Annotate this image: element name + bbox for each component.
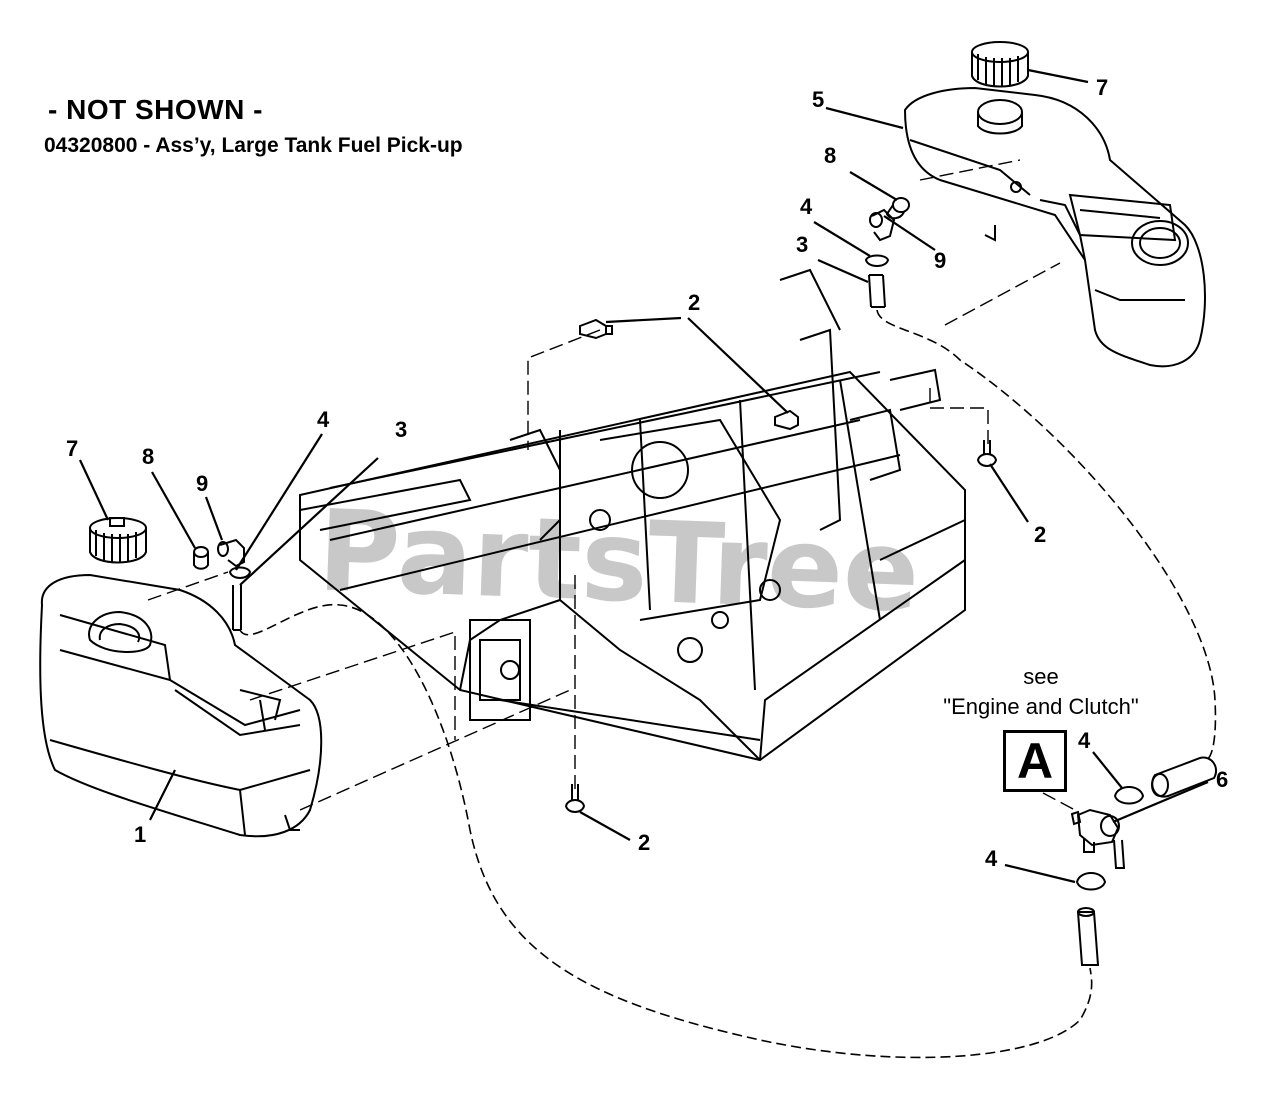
callout-4-right: 4 <box>800 194 813 219</box>
callout-1: 1 <box>134 822 146 847</box>
see-section-name: "Engine and Clutch" <box>943 694 1139 719</box>
fuel-cap-right <box>971 41 1029 135</box>
callout-3-right: 3 <box>796 232 808 257</box>
callout-4-valve-bottom: 4 <box>985 846 998 871</box>
watermark-text: PartsTree <box>316 486 922 637</box>
callout-7-left: 7 <box>66 436 78 461</box>
leader-lines <box>79 68 1209 884</box>
callout-7-right: 7 <box>1096 75 1108 100</box>
callout-2-top: 2 <box>688 290 700 315</box>
right-fuel-tank <box>903 86 1206 368</box>
callout-8-right: 8 <box>824 143 836 168</box>
see-label: see <box>1023 664 1059 689</box>
callout-4-valve-top: 4 <box>1078 728 1091 753</box>
callout-5: 5 <box>812 87 824 112</box>
callout-numbers: 7 8 9 4 3 1 2 2 2 5 7 8 4 3 9 4 6 4 <box>66 75 1228 871</box>
callout-9-left: 9 <box>196 471 208 496</box>
phantom-lines <box>147 159 1076 811</box>
not-shown-item: 04320800 - Ass’y, Large Tank Fuel Pick-u… <box>44 134 463 157</box>
callout-6: 6 <box>1216 767 1228 792</box>
callout-4-left: 4 <box>317 407 330 432</box>
fuel-cap-left <box>89 517 147 564</box>
callout-3-left: 3 <box>395 417 407 442</box>
hardware-parts <box>193 197 1218 966</box>
see-reference: see "Engine and Clutch" <box>918 662 1164 722</box>
left-fuel-tank <box>39 573 323 838</box>
fuel-lines <box>239 309 1217 1059</box>
chassis-frame <box>299 268 966 762</box>
callout-2-right: 2 <box>1034 522 1046 547</box>
callout-9-right: 9 <box>934 248 946 273</box>
reference-box-a: A <box>1003 730 1067 792</box>
not-shown-title: - NOT SHOWN - <box>48 94 263 125</box>
callout-2-bottom: 2 <box>638 830 650 855</box>
callout-8-left: 8 <box>142 444 154 469</box>
